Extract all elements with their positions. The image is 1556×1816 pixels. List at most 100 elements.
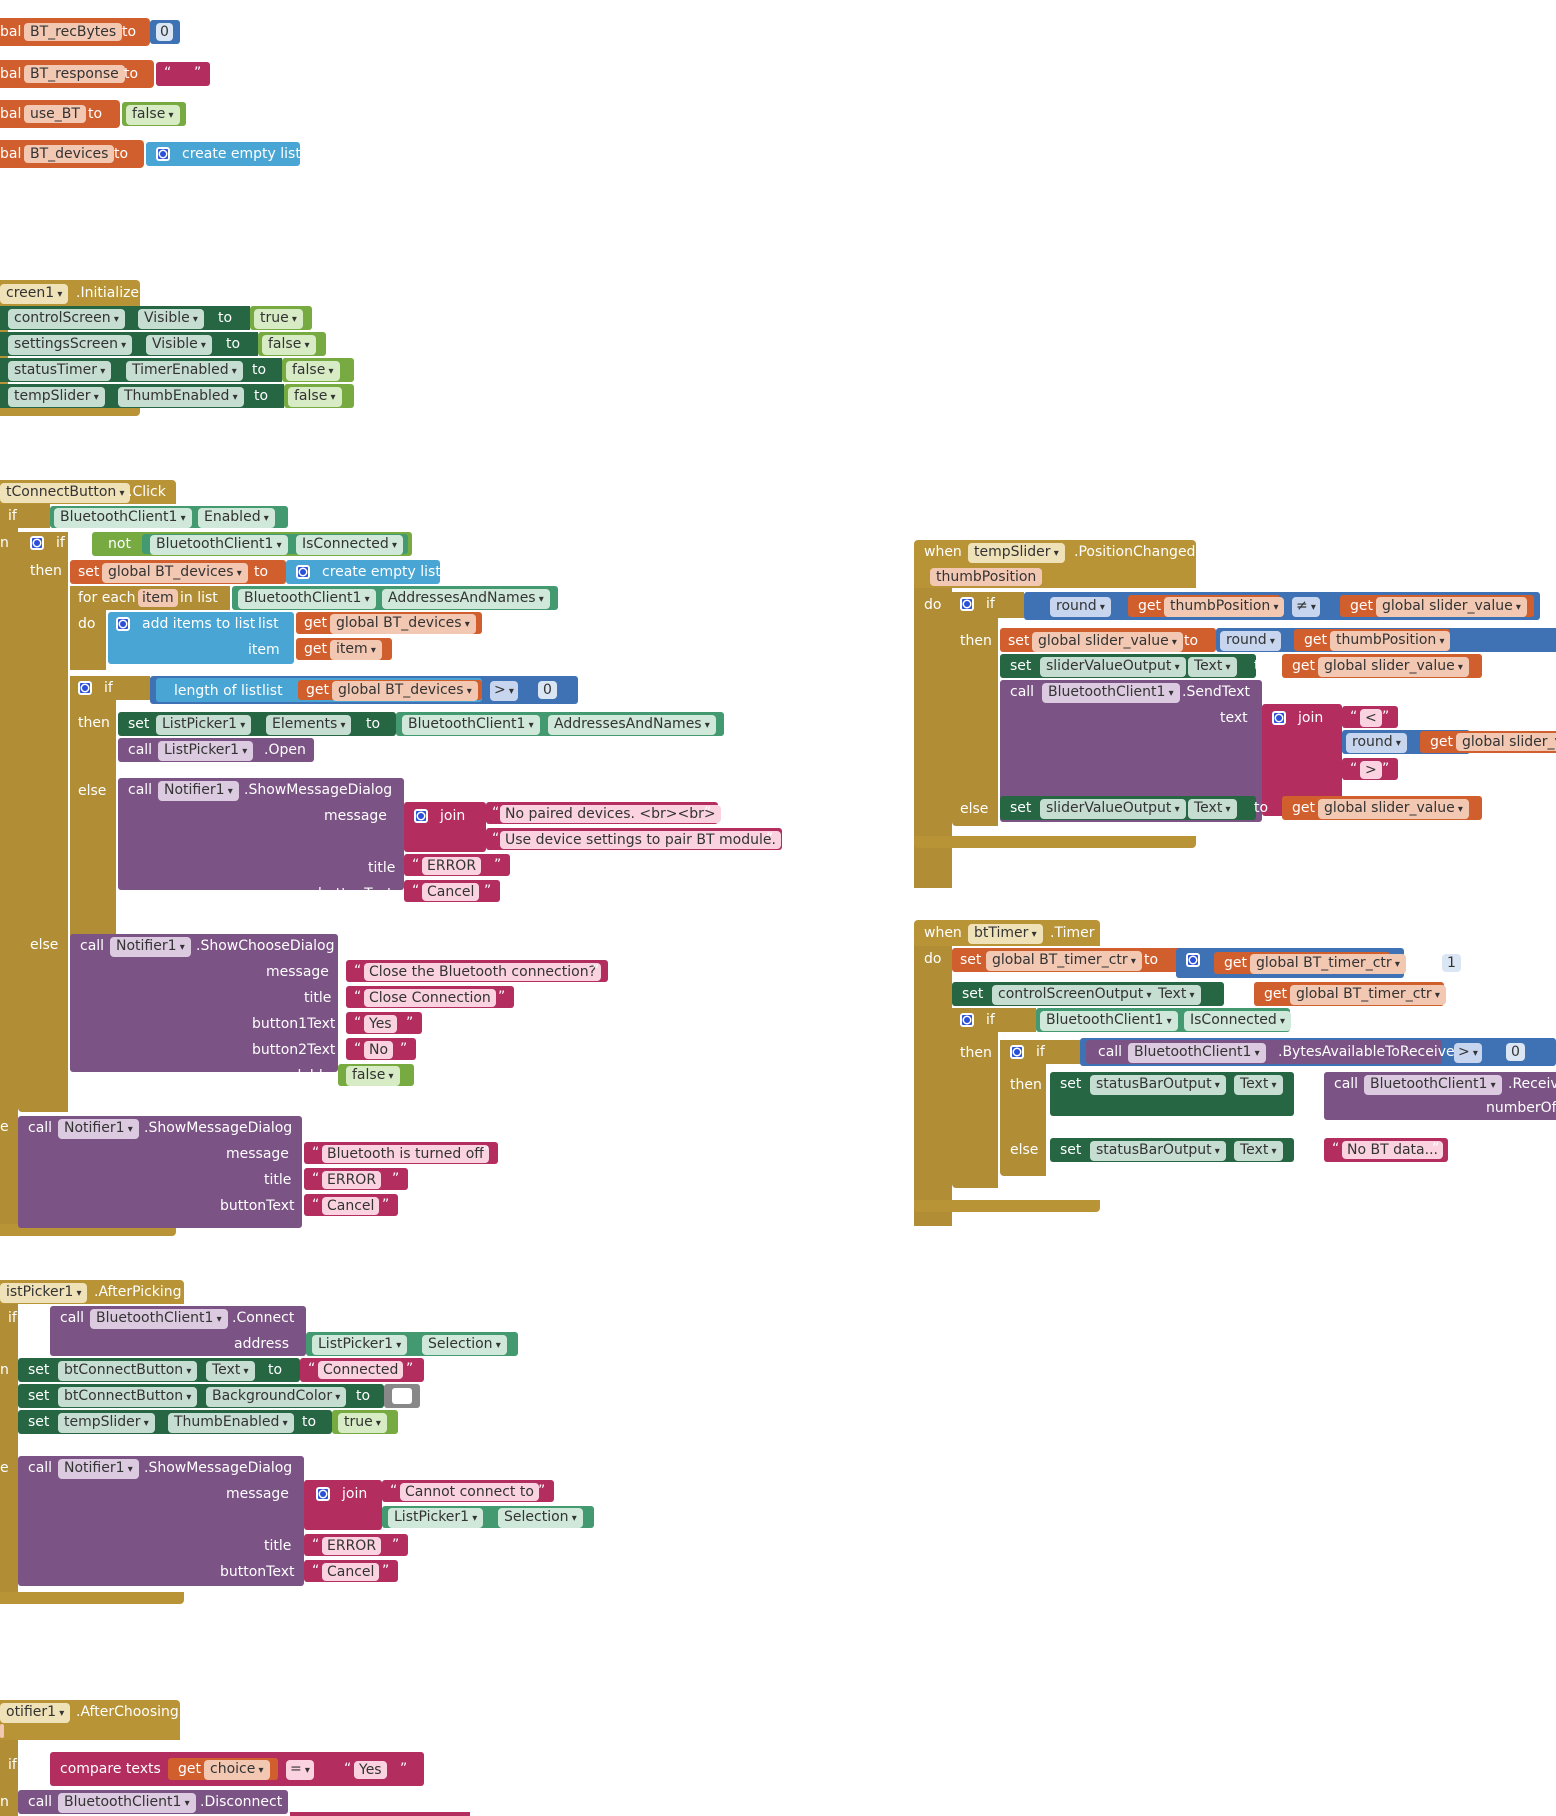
component-dropdown[interactable]: settingsScreen [8,335,133,355]
component-dropdown[interactable]: ListPicker1 [158,741,254,761]
text-value-field[interactable]: ERROR [422,857,482,875]
text-value-field[interactable]: Close the Bluetooth connection? [364,963,601,981]
color-swatch-white[interactable] [392,1388,412,1404]
component-dropdown[interactable]: BluetoothClient1 [58,1793,196,1813]
component-dropdown[interactable]: Notifier1 [110,937,191,957]
variable-dropdown[interactable]: global BT_timer_ctr [1250,954,1406,974]
variable-name-field[interactable]: BT_response [24,65,125,83]
comparison-operator-dropdown[interactable]: ≠ [1292,597,1320,617]
comparison-operator-dropdown[interactable]: = [286,1760,314,1780]
variable-name-field[interactable]: BT_devices [24,145,115,163]
gear-icon[interactable] [296,565,310,579]
component-dropdown[interactable]: btConnectButton [58,1387,198,1407]
number-value-field[interactable]: 1 [1442,954,1461,972]
component-dropdown[interactable]: tConnectButton [0,483,131,503]
property-dropdown[interactable]: Text [1188,657,1237,677]
boolean-dropdown[interactable]: false [286,361,340,381]
component-dropdown[interactable]: ListPicker1 [156,715,252,735]
gear-icon[interactable] [156,147,170,161]
property-dropdown[interactable]: Elements [266,715,352,735]
text-value-field[interactable]: No [364,1041,394,1059]
component-dropdown[interactable]: Notifier1 [158,781,239,801]
gear-icon[interactable] [30,536,44,550]
text-value-field[interactable]: Yes [354,1761,387,1779]
event-parameter-choice[interactable] [0,1724,4,1738]
gear-icon[interactable] [960,1013,974,1027]
variable-dropdown[interactable]: global slider_value [1318,799,1469,819]
component-dropdown[interactable]: ListPicker1 [312,1335,408,1355]
text-value-field[interactable]: > [1360,761,1382,779]
property-dropdown[interactable]: ThumbEnabled [118,387,244,407]
property-dropdown[interactable]: BackgroundColor [206,1387,347,1407]
component-dropdown[interactable]: statusBarOutput [1090,1141,1226,1161]
property-dropdown[interactable]: Text [1234,1075,1283,1095]
variable-name-field[interactable]: use_BT [24,105,86,123]
variable-dropdown[interactable]: thumbPosition [1164,597,1285,617]
text-value-field[interactable]: Use device settings to pair BT module. [500,831,781,849]
component-dropdown[interactable]: creen1 [0,284,69,304]
component-dropdown[interactable]: Notifier1 [58,1119,139,1139]
component-dropdown[interactable]: BluetoothClient1 [402,715,540,735]
component-dropdown[interactable]: BluetoothClient1 [1040,1011,1178,1031]
boolean-dropdown[interactable]: false [262,335,316,355]
gear-icon[interactable] [414,809,428,823]
property-dropdown[interactable]: Text [1188,799,1237,819]
component-dropdown[interactable]: tempSlider [968,543,1065,563]
variable-dropdown[interactable]: global slider_value [1032,632,1183,652]
variable-dropdown[interactable]: choice [204,1760,270,1780]
property-dropdown[interactable]: TimerEnabled [126,361,243,381]
boolean-dropdown[interactable]: false [346,1066,400,1086]
property-dropdown[interactable]: ThumbEnabled [168,1413,294,1433]
number-value-field[interactable]: 0 [1506,1043,1525,1061]
component-dropdown[interactable]: ListPicker1 [388,1508,484,1528]
component-dropdown[interactable]: sliderValueOutput [1040,657,1186,677]
variable-dropdown[interactable]: global slider_value [1318,657,1469,677]
text-value-field[interactable]: No BT data... [1342,1141,1443,1159]
text-value-field[interactable]: Connected [318,1361,404,1379]
comparison-operator-dropdown[interactable]: > [1454,1043,1482,1063]
boolean-dropdown[interactable]: false [126,105,180,125]
component-dropdown[interactable]: controlScreen [8,309,125,329]
event-parameter-field[interactable]: thumbPosition [930,568,1043,586]
number-value-field[interactable]: 0 [538,681,557,699]
component-dropdown[interactable]: BluetoothClient1 [238,589,376,609]
property-dropdown[interactable]: Text [1152,985,1201,1005]
component-dropdown[interactable]: btConnectButton [58,1361,198,1381]
gear-icon[interactable] [1186,953,1200,967]
component-dropdown[interactable]: BluetoothClient1 [90,1309,228,1329]
property-dropdown[interactable]: Selection [422,1335,507,1355]
gear-icon[interactable] [316,1487,330,1501]
variable-dropdown[interactable]: global BT_timer_ctr [986,951,1142,971]
component-dropdown[interactable]: statusBarOutput [1090,1075,1226,1095]
property-dropdown[interactable]: Visible [146,335,212,355]
variable-dropdown[interactable]: global BT_timer_ctr [1290,985,1446,1005]
gear-icon[interactable] [78,681,92,695]
property-dropdown[interactable]: IsConnected [296,535,404,555]
text-value-field[interactable]: Close Connection [364,989,496,1007]
math-function-dropdown[interactable]: round [1346,733,1407,753]
component-dropdown[interactable]: tempSlider [8,387,105,407]
math-function-dropdown[interactable]: round [1220,631,1281,651]
component-dropdown[interactable]: btTimer [968,924,1043,944]
gear-icon[interactable] [1272,711,1286,725]
property-dropdown[interactable]: AddressesAndNames [382,589,550,609]
text-value-field[interactable]: Cancel [422,883,480,901]
property-dropdown[interactable]: Enabled [198,508,275,528]
variable-dropdown-cut[interactable]: global slider_va [1456,733,1556,751]
text-value-field[interactable]: ERROR [322,1171,382,1189]
property-dropdown[interactable]: IsConnected [1184,1011,1292,1031]
component-dropdown[interactable]: otifier1 [0,1703,71,1723]
component-dropdown[interactable]: BluetoothClient1 [54,508,192,528]
gear-icon[interactable] [1010,1045,1024,1059]
component-dropdown[interactable]: BluetoothClient1 [1128,1043,1266,1063]
text-value-field[interactable]: Bluetooth is turned off [322,1145,489,1163]
variable-dropdown[interactable]: global BT_devices [330,614,476,634]
variable-name-field[interactable]: BT_recBytes [24,23,123,41]
variable-dropdown[interactable]: thumbPosition [1330,631,1451,651]
loop-variable-field[interactable]: item [138,589,178,607]
variable-dropdown[interactable]: item [330,640,382,660]
variable-dropdown[interactable]: global BT_devices [332,681,478,701]
text-value-field[interactable]: ERROR [322,1537,382,1555]
component-dropdown[interactable]: BluetoothClient1 [1364,1075,1502,1095]
component-dropdown[interactable]: statusTimer [8,361,112,381]
